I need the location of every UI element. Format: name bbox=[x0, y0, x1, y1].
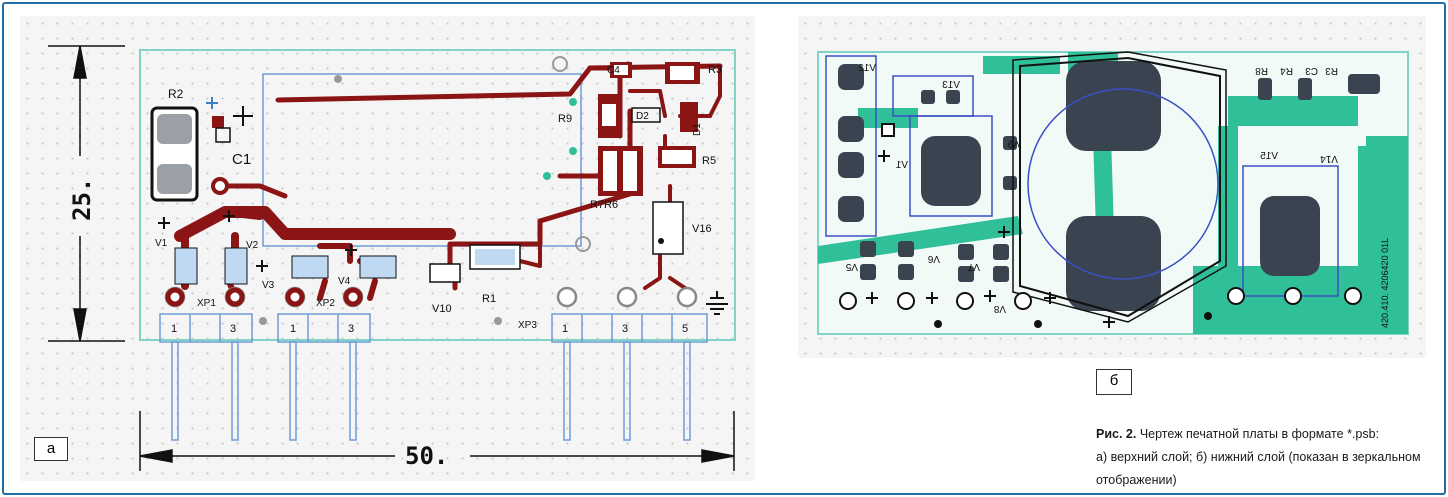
pads-bottom bbox=[838, 61, 1380, 311]
label-xp2: XP2 bbox=[316, 298, 335, 309]
label-v12: V12 bbox=[858, 63, 876, 74]
label-v5: V5 bbox=[845, 261, 858, 272]
label-v9: V9 bbox=[1007, 138, 1020, 149]
label-r9: R9 bbox=[558, 113, 572, 125]
component-v16 bbox=[652, 201, 684, 255]
component-labels: R2 C1 C4 R3 R9 D2 D1 R5 R7R6 V16 V1 V2 V… bbox=[155, 64, 722, 335]
label-xp1: XP1 bbox=[197, 298, 216, 309]
pcb-bottom-layer-drawing: 420.410. 4206420 01L V12 V13 V1 V9 V5 V6… bbox=[817, 51, 1409, 335]
pin-3-xp2: 3 bbox=[348, 323, 354, 335]
panel-b-label: б bbox=[1096, 369, 1132, 395]
module-outline bbox=[262, 73, 582, 247]
label-d1: D1 bbox=[692, 123, 703, 136]
vias-bottom bbox=[934, 312, 1212, 328]
label-v14: V14 bbox=[1320, 153, 1338, 164]
label-v8: V8 bbox=[993, 303, 1006, 314]
dimension-height-label: 25. bbox=[68, 178, 96, 221]
label-v7: V7 bbox=[967, 261, 980, 272]
panel-bottom-layer: 420.410. 4206420 01L V12 V13 V1 V9 V5 V6… bbox=[798, 16, 1426, 358]
outlines-bottom bbox=[1012, 51, 1227, 323]
figure-legend: а) верхний слой; б) нижний слой (показан… bbox=[1096, 450, 1421, 487]
pin-1-xp2: 1 bbox=[290, 323, 296, 335]
connectors bbox=[159, 313, 708, 441]
pcb-components bbox=[150, 56, 700, 325]
pin-5-xp3: 5 bbox=[682, 323, 688, 335]
polarity-marks-bottom bbox=[866, 150, 1115, 328]
label-r3-bottom: R3 bbox=[1325, 65, 1338, 76]
label-v4: V4 bbox=[338, 276, 351, 287]
silk-marks bbox=[206, 97, 218, 109]
board-outline bbox=[139, 49, 736, 341]
pin-1-xp3: 1 bbox=[562, 323, 568, 335]
holes-bottom bbox=[839, 123, 1362, 310]
pin-1-xp1: 1 bbox=[171, 323, 177, 335]
panel-a-label: а bbox=[34, 437, 68, 461]
panel-top-layer: 25. 50. bbox=[20, 16, 755, 481]
label-v2: V2 bbox=[246, 240, 259, 251]
label-d2: D2 bbox=[636, 111, 649, 122]
dimension-width-label: 50. bbox=[405, 442, 448, 470]
label-v3: V3 bbox=[262, 280, 275, 291]
label-v13: V13 bbox=[942, 80, 960, 91]
label-c3: C3 bbox=[1305, 65, 1318, 76]
label-r4: R4 bbox=[1280, 65, 1293, 76]
label-v6: V6 bbox=[927, 253, 940, 264]
label-r8: R8 bbox=[1255, 65, 1268, 76]
figure-title: Чертеж печатной платы в формате *.psb: bbox=[1139, 427, 1380, 441]
connector-pads bbox=[164, 286, 698, 308]
label-r7r6: R7R6 bbox=[590, 199, 618, 211]
dimension-height bbox=[48, 45, 125, 342]
label-v10: V10 bbox=[432, 303, 452, 315]
label-c4: C4 bbox=[607, 65, 620, 76]
component-labels-bottom: V12 V13 V1 V9 V5 V6 V7 V8 V15 V14 R8 R4 … bbox=[845, 63, 1338, 314]
label-v1: V1 bbox=[155, 238, 168, 249]
label-r2: R2 bbox=[168, 87, 184, 101]
polarity-marks bbox=[158, 106, 728, 315]
label-v15: V15 bbox=[1260, 151, 1278, 162]
label-r1: R1 bbox=[482, 293, 496, 305]
label-r5: R5 bbox=[702, 155, 716, 167]
label-v1-bottom: V1 bbox=[895, 160, 908, 171]
silkscreen-strip-bottom: 420.410. 4206420 01L bbox=[1366, 136, 1408, 334]
figure-number: Рис. 2. bbox=[1096, 427, 1137, 441]
board-id-label: 420.410. 4206420 01L bbox=[1380, 238, 1390, 328]
component-v10 bbox=[429, 263, 461, 283]
label-c1: C1 bbox=[232, 151, 251, 168]
label-xp3: XP3 bbox=[518, 320, 537, 331]
figure-caption: Рис. 2. Чертеж печатной платы в формате … bbox=[1096, 423, 1431, 492]
label-v16: V16 bbox=[692, 223, 712, 235]
label-r3: R3 bbox=[708, 64, 722, 76]
dimension-width bbox=[139, 411, 735, 471]
pcb-top-layer-drawing: 25. 50. bbox=[48, 45, 736, 471]
pin-3-xp3: 3 bbox=[622, 323, 628, 335]
pin-3-xp1: 3 bbox=[230, 323, 236, 335]
